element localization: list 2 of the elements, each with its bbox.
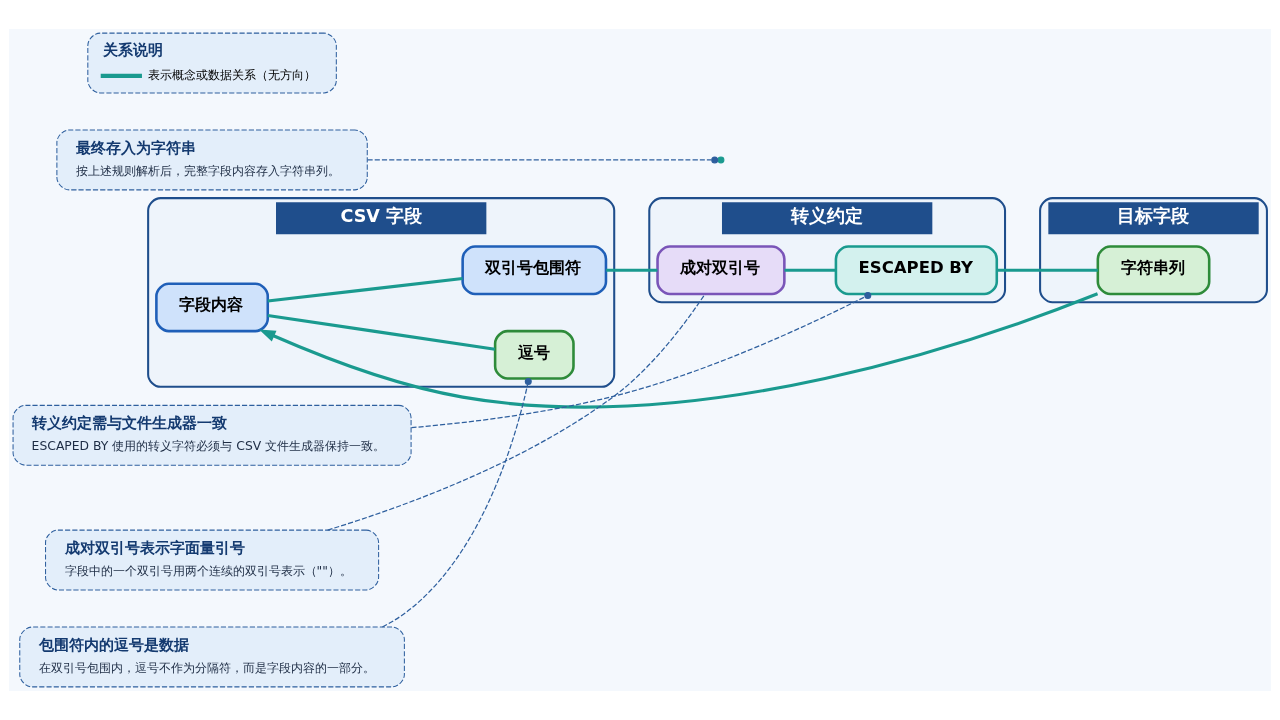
legend-label: 表示概念或数据关系（无方向）: [148, 68, 317, 83]
label: 关系说明: [102, 40, 163, 59]
